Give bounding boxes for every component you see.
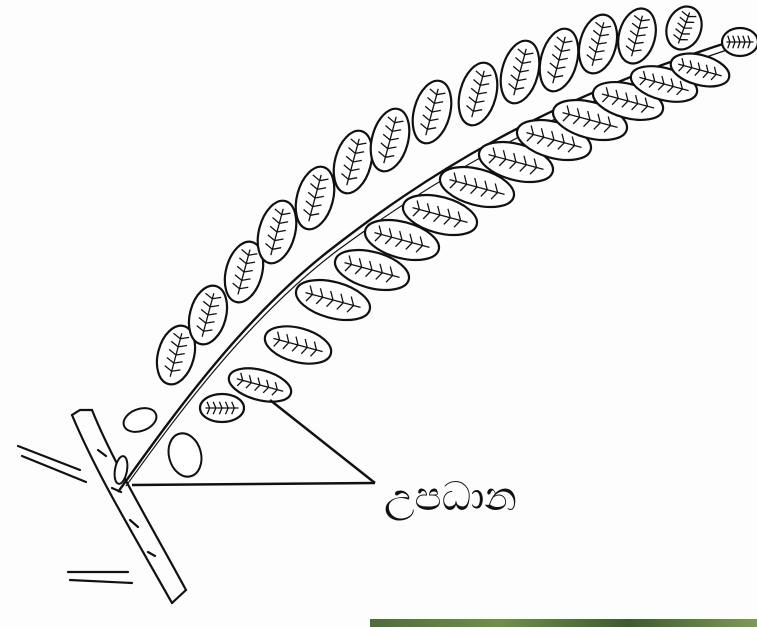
callout-lines [132, 400, 375, 485]
leaflet [406, 76, 457, 147]
stipule-label: උපධාන [384, 474, 517, 521]
stipule-left [120, 404, 159, 436]
leaflet [722, 28, 757, 56]
leaflet [612, 4, 661, 67]
photo-edge-strip [370, 619, 757, 627]
leaflet [494, 36, 545, 107]
callout-line-lower [132, 483, 375, 485]
leaflet [364, 104, 415, 175]
stipule-right [164, 430, 206, 481]
leaflet [573, 10, 623, 77]
callout-line-upper [270, 400, 375, 483]
leaflet [533, 24, 584, 95]
leaflet [452, 58, 503, 129]
leaflet [200, 394, 244, 422]
leaflet [661, 2, 708, 55]
stipule-pair [113, 404, 206, 485]
leaflet [261, 320, 335, 370]
